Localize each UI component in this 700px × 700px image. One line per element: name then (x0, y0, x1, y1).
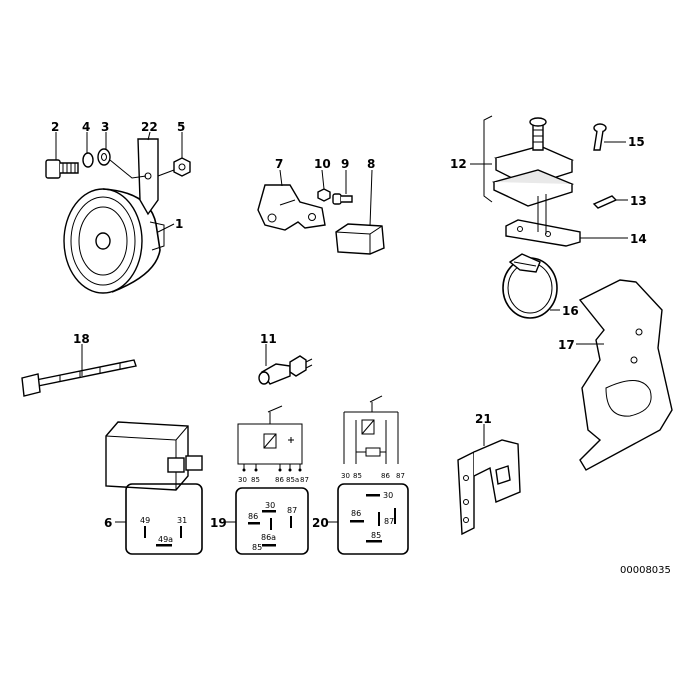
r19-p86: 86 (248, 512, 258, 521)
washer-4 (82, 152, 94, 168)
callout-5: 5 (177, 120, 185, 134)
callout-1: 1 (175, 217, 183, 231)
cover (335, 223, 385, 255)
relay-box (105, 421, 203, 491)
callout-14: 14 (630, 232, 647, 246)
nut (173, 157, 191, 177)
switch-part (257, 184, 326, 231)
callout-20: 20 (312, 516, 329, 530)
horn-bracket (137, 138, 159, 216)
r20-s30: 30 (341, 472, 350, 480)
small-screw (593, 123, 607, 151)
callout-13: 13 (630, 194, 647, 208)
sensor (258, 355, 313, 385)
callout-16: 16 (562, 304, 579, 318)
r19-s87: 87 (300, 476, 309, 484)
callout-4: 4 (82, 120, 90, 134)
cover-plate (578, 279, 673, 471)
pin (592, 195, 618, 209)
callout-22: 22 (141, 120, 158, 134)
r19-s85a: 85a (286, 476, 299, 484)
callout-17: 17 (558, 338, 575, 352)
r19-p30: 30 (265, 501, 275, 510)
callout-3: 3 (101, 120, 109, 134)
leader-lines (55, 115, 628, 523)
washer-3 (97, 148, 111, 166)
callout-11: 11 (260, 332, 277, 346)
r19-p86a: 86a (261, 533, 276, 542)
r20-s85: 85 (353, 472, 362, 480)
relay-20-pins (337, 483, 409, 555)
horn (63, 188, 165, 294)
bracket-group-12 (491, 117, 575, 207)
callout-15: 15 (628, 135, 645, 149)
r20-p30: 30 (383, 491, 393, 500)
callout-19: 19 (210, 516, 227, 530)
bolt (45, 159, 79, 179)
callout-12: 12 (450, 157, 467, 171)
r20-p85: 85 (371, 531, 381, 540)
callout-6: 6 (104, 516, 112, 530)
relay-holder (457, 439, 521, 536)
relay-6-pins (125, 483, 203, 555)
callout-10: 10 (314, 157, 331, 171)
r19-s85: 85 (251, 476, 260, 484)
r20-p87: 87 (384, 517, 394, 526)
relay-20-schematic (343, 395, 399, 464)
r19-s30: 30 (238, 476, 247, 484)
pin-49a-label: 49a (158, 535, 173, 544)
callout-18: 18 (73, 332, 90, 346)
pin-31-label: 31 (177, 516, 187, 525)
drawing-number: 00008035 (620, 565, 671, 576)
relay-19-pins (235, 487, 309, 555)
hose-clamp (502, 253, 558, 319)
callout-8: 8 (367, 157, 375, 171)
r19-p87: 87 (287, 506, 297, 515)
small-nut (317, 188, 331, 202)
callout-9: 9 (341, 157, 349, 171)
cable-tie (21, 359, 137, 397)
r20-p86: 86 (351, 509, 361, 518)
callout-2: 2 (51, 120, 59, 134)
r19-p85: 85 (252, 543, 262, 552)
screw (332, 193, 353, 205)
r20-s86: 86 (381, 472, 390, 480)
pin-49-label: 49 (140, 516, 150, 525)
r19-s86: 86 (275, 476, 284, 484)
callout-21: 21 (475, 412, 492, 426)
relay-19-schematic (237, 405, 303, 472)
r20-s87: 87 (396, 472, 405, 480)
callout-7: 7 (275, 157, 283, 171)
plate (505, 194, 581, 247)
